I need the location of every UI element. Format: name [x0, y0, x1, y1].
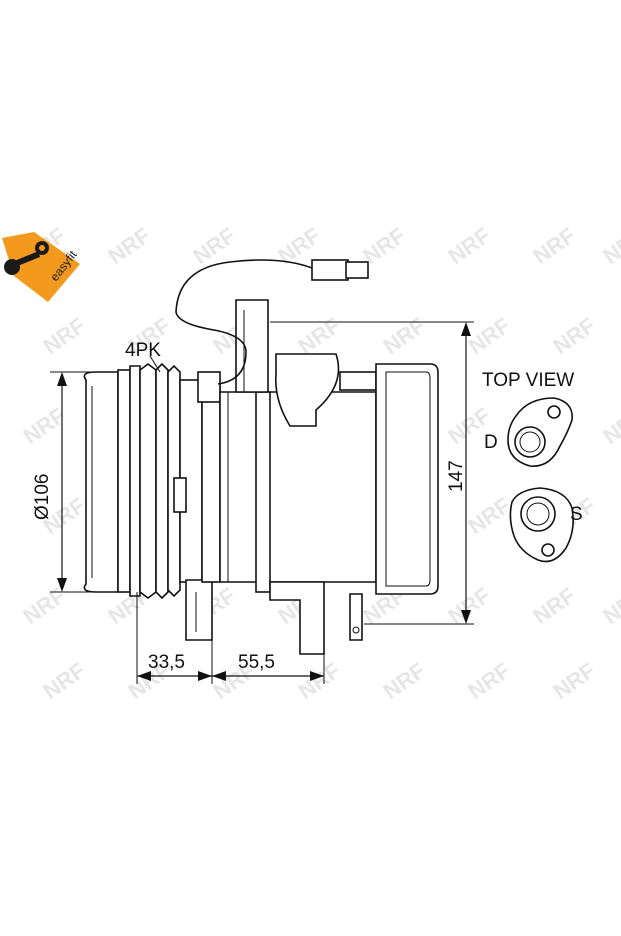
suction-label: S — [570, 504, 583, 525]
nrf-watermark: NRF — [444, 223, 495, 269]
port-block — [274, 353, 340, 427]
nrf-watermark: NRF — [39, 658, 90, 704]
wrench-icon — [4, 241, 49, 275]
coil-screw — [173, 477, 187, 513]
wire-connector — [311, 259, 349, 281]
nrf-watermark: NRF — [599, 583, 621, 629]
connector-clip — [197, 371, 221, 403]
top-mount-boss — [235, 299, 269, 393]
diameter-label: Ø106 — [32, 474, 53, 520]
height-label: 147 — [446, 460, 467, 492]
nrf-watermark: NRF — [599, 223, 621, 269]
shell-band — [255, 391, 271, 593]
sensor-wire — [175, 259, 313, 385]
nrf-watermark: NRF — [294, 658, 345, 704]
suction-port-flange — [509, 487, 574, 563]
nrf-watermark: NRF — [529, 583, 580, 629]
nrf-watermark: NRF — [39, 313, 90, 359]
clutch-plate — [83, 371, 119, 593]
top-view — [507, 397, 574, 563]
nrf-watermark: NRF — [549, 313, 600, 359]
nrf-watermark: NRF — [529, 223, 580, 269]
width-front-label: 33,5 — [148, 652, 185, 673]
discharge-port-flange — [507, 397, 573, 467]
port-neck — [339, 371, 377, 391]
wire-connector-plug — [345, 261, 369, 279]
nrf-watermark: NRF — [549, 658, 600, 704]
nrf-watermark: NRF — [104, 223, 155, 269]
nrf-watermark: NRF — [464, 313, 515, 359]
top-view-label: TOP VIEW — [482, 370, 574, 391]
nrf-watermark: NRF — [294, 313, 345, 359]
width-mount-label: 55,5 — [238, 652, 275, 673]
rear-mount — [269, 581, 325, 655]
front-mount — [185, 579, 213, 641]
nrf-watermark: NRF — [379, 658, 430, 704]
front-head — [201, 385, 221, 583]
pulley-grooves — [129, 362, 181, 600]
nrf-watermark: NRF — [599, 403, 621, 449]
rear-head — [375, 363, 439, 595]
compressor-body — [83, 259, 439, 655]
nrf-watermark: NRF — [379, 313, 430, 359]
pulley-label: 4PK — [125, 340, 161, 361]
nrf-watermark: NRF — [444, 583, 495, 629]
nrf-watermark: NRF — [464, 658, 515, 704]
badge-background — [2, 232, 80, 302]
nrf-watermark: NRF — [464, 493, 515, 539]
pulley-hub — [117, 369, 131, 593]
discharge-label: D — [484, 432, 498, 453]
dimension-lines — [50, 321, 474, 684]
